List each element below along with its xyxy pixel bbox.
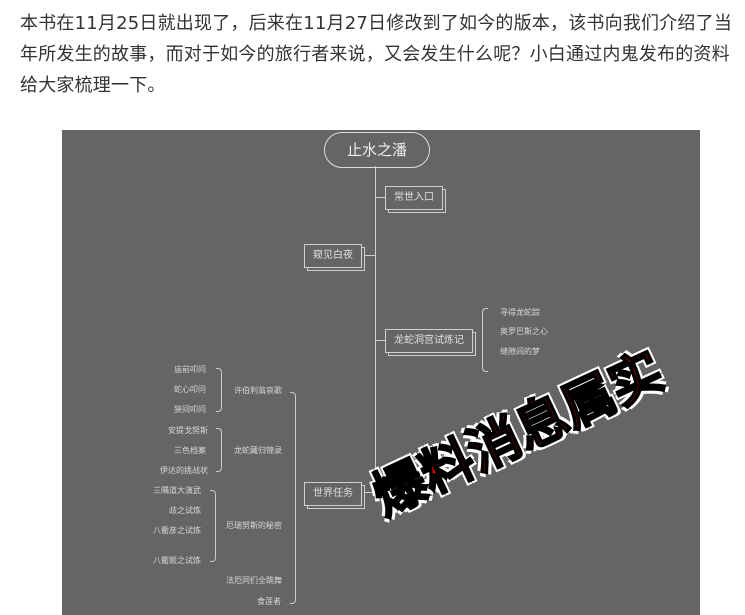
group-label: 龙蛇藏归锦录 — [234, 446, 282, 455]
leaf: 狭间叩问 — [174, 405, 206, 414]
leaf: 三色档案 — [174, 446, 206, 455]
connector-line — [364, 255, 375, 256]
connector-line — [375, 340, 385, 341]
connector-line — [364, 492, 375, 493]
mindmap-root: 止水之潘 — [324, 132, 430, 168]
leaf: 歧之试炼 — [169, 506, 201, 515]
bracket — [216, 368, 222, 412]
bracket — [482, 308, 488, 372]
leaf: 伊达的挑战状 — [160, 466, 208, 475]
node-entrance: 常世入口 — [385, 186, 443, 210]
leaf: 三隅道大演武 — [153, 486, 201, 495]
bracket — [210, 490, 216, 562]
node-white-night: 窥见白夜 — [304, 244, 362, 268]
bracket — [290, 392, 296, 604]
leaf: 奥罗巴斯之心 — [500, 327, 548, 336]
leaf: 安提戈努斯 — [168, 426, 208, 435]
leaf: 法厄同们全跳舞 — [226, 576, 282, 585]
leaf: 庙前叩问 — [174, 365, 206, 374]
leaf: 食莲者 — [257, 597, 281, 606]
group-label: 许伯利翁哀歌 — [234, 386, 282, 395]
leaf: 缝隙间的梦 — [500, 347, 540, 356]
leaf: 八衢彦之试炼 — [153, 526, 201, 535]
node-world-quest: 世界任务 — [304, 482, 362, 506]
leaf: 蛇心叩问 — [174, 385, 206, 394]
connector-line — [375, 197, 385, 198]
bracket — [216, 428, 222, 472]
leaf: 八衢姬之试炼 — [153, 556, 201, 565]
node-dragon-trial: 龙蛇洞宫试炼记 — [385, 329, 473, 353]
mindmap-image: 止水之潘 常世入口 窥见白夜 龙蛇洞宫试炼记 寻得龙蛇踪 奥罗巴斯之心 缝隙间的… — [62, 130, 700, 615]
article-paragraph: 本书在11月25日就出现了，后来在11月27日修改到了如今的版本，该书向我们介绍… — [20, 13, 733, 96]
group-label: 厄瑞努斯的秘密 — [226, 521, 282, 530]
connector-line — [375, 166, 376, 496]
leaf: 寻得龙蛇踪 — [500, 308, 540, 317]
